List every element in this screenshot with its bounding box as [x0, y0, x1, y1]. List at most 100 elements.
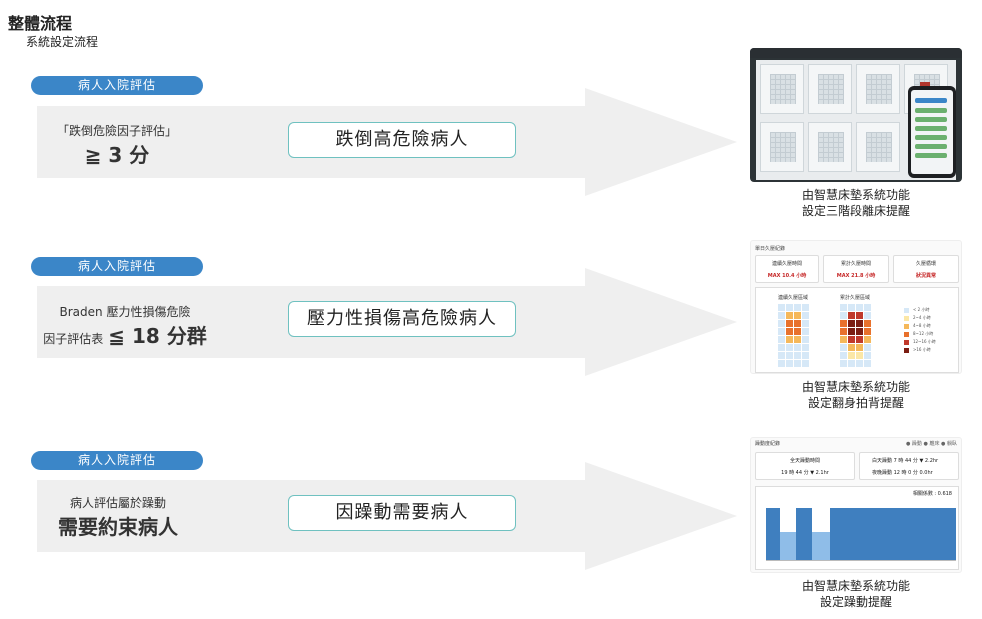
pressure-cell — [848, 360, 855, 367]
pressure-condition-line1: Braden 壓力性損傷危險 — [59, 305, 191, 319]
pressure-cell — [848, 344, 855, 351]
pressure-cell — [778, 344, 785, 351]
fall-condition-score: ≧ 3 分 — [84, 143, 150, 167]
pressure-cell — [848, 336, 855, 343]
page-title: 整體流程 — [8, 14, 73, 33]
legend-item: 12~16 小時 — [904, 338, 936, 346]
pressure-cell — [864, 328, 871, 335]
pressure-cell — [778, 328, 785, 335]
agitation-record-screenshot: 躁動度紀錄 ● 躁動 ● 離床 ● 躺臥 全天躁動時間 19 時 44 分 ▼ … — [750, 437, 962, 573]
pressure-cell — [802, 328, 809, 335]
agitation-result-box: 因躁動需要病人 — [288, 495, 516, 531]
pressure-cell — [786, 344, 793, 351]
pressure-cell — [794, 352, 801, 359]
pressure-cell — [856, 320, 863, 327]
pressure-cell — [802, 336, 809, 343]
pressure-cell — [802, 312, 809, 319]
pressure-cell — [802, 304, 809, 311]
pressure-cell — [840, 352, 847, 359]
pressure-cell — [802, 352, 809, 359]
admission-assessment-pill: 病人入院評估 — [31, 451, 203, 470]
pressure-cell — [864, 352, 871, 359]
pressure-cell — [778, 312, 785, 319]
pressure-cell — [856, 360, 863, 367]
page-subtitle: 系統設定流程 — [26, 35, 99, 49]
pressure-cell — [786, 312, 793, 319]
pressure-cell — [794, 320, 801, 327]
pressure-cell — [794, 344, 801, 351]
pressure-cell — [778, 360, 785, 367]
pressure-cell — [856, 328, 863, 335]
pressure-cell — [786, 320, 793, 327]
pressure-cell — [794, 360, 801, 367]
pressure-cell — [840, 328, 847, 335]
agitation-condition-label: 病人評估屬於躁動 — [69, 496, 166, 510]
pressure-cell — [794, 304, 801, 311]
fall-caption: 由智慧床墊系統功能 設定三階段離床提醒 — [801, 188, 910, 218]
pressure-cell — [864, 344, 871, 351]
pressure-cell — [848, 352, 855, 359]
pressure-cell — [840, 344, 847, 351]
pressure-cell — [856, 312, 863, 319]
legend-item: >16 小時 — [904, 346, 936, 354]
pressure-result-box: 壓力性損傷高危險病人 — [288, 301, 516, 337]
pressure-cell — [794, 328, 801, 335]
legend-item: 2~4 小時 — [904, 314, 936, 322]
pressure-cell — [802, 360, 809, 367]
pressure-cell — [856, 344, 863, 351]
pressure-cell — [786, 360, 793, 367]
pressure-cell — [864, 320, 871, 327]
pressure-cell — [864, 312, 871, 319]
pressure-cell — [802, 320, 809, 327]
pressure-cell — [778, 352, 785, 359]
admission-assessment-pill: 病人入院評估 — [31, 76, 203, 95]
pressure-cell — [856, 352, 863, 359]
fall-condition: 「跌倒危險因子評估」 ≧ 3 分 — [52, 122, 182, 168]
pressure-cell — [864, 360, 871, 367]
pressure-cell — [840, 336, 847, 343]
pressure-cell — [794, 336, 801, 343]
agitation-timeline-plot — [766, 499, 956, 561]
agitation-caption: 由智慧床墊系統功能 設定躁動提醒 — [801, 579, 910, 609]
pressure-cell — [856, 336, 863, 343]
pressure-cell — [848, 328, 855, 335]
agitation-condition-text: 需要約束病人 — [58, 515, 178, 539]
pressure-cell — [864, 336, 871, 343]
fall-result-box: 跌倒高危險病人 — [288, 122, 516, 158]
pressure-cell — [786, 352, 793, 359]
flow-row-fall: 病人入院評估 「跌倒危險因子評估」 ≧ 3 分 跌倒高危險病人 — [0, 76, 982, 256]
pressure-cell — [848, 304, 855, 311]
pressure-cell — [856, 304, 863, 311]
pressure-cell — [778, 320, 785, 327]
pressure-cell — [840, 360, 847, 367]
pressure-cell — [840, 320, 847, 327]
pressure-map-cumulative — [840, 304, 871, 367]
legend-item: < 2 小時 — [904, 306, 936, 314]
pressure-condition-label: 因子評估表 — [43, 332, 104, 346]
admission-assessment-pill: 病人入院評估 — [31, 257, 203, 276]
agitation-condition: 病人評估屬於躁動 需要約束病人 — [48, 494, 188, 540]
pressure-cell — [848, 320, 855, 327]
pressure-record-screenshot: 單日久壓紀錄 連續久壓時間 MAX 10.4 小時 累計久壓時間 MAX 21.… — [750, 240, 962, 374]
pressure-caption: 由智慧床墊系統功能 設定翻身拍背提醒 — [801, 380, 910, 410]
pressure-cell — [848, 312, 855, 319]
legend-item: 4~8 小時 — [904, 322, 936, 330]
bed-monitor-screenshot — [750, 48, 962, 182]
pressure-cell — [786, 328, 793, 335]
pressure-map-continuous — [778, 304, 809, 367]
fall-condition-label: 「跌倒危險因子評估」 — [56, 124, 177, 138]
flow-row-agitation: 病人入院評估 病人評估屬於躁動 需要約束病人 因躁動需要病人 — [0, 451, 982, 619]
flow-row-pressure: 病人入院評估 Braden 壓力性損傷危險 因子評估表 ≦ 18 分群 壓力性損… — [0, 257, 982, 437]
pressure-cell — [864, 304, 871, 311]
pressure-cell — [778, 304, 785, 311]
pressure-condition-score: ≦ 18 分群 — [108, 324, 207, 348]
pressure-cell — [778, 336, 785, 343]
pressure-cell — [840, 312, 847, 319]
pressure-cell — [786, 304, 793, 311]
pressure-cell — [786, 336, 793, 343]
legend-item: 8~12 小時 — [904, 330, 936, 338]
pressure-condition: Braden 壓力性損傷危險 因子評估表 ≦ 18 分群 — [40, 303, 210, 349]
pressure-cell — [840, 304, 847, 311]
pressure-cell — [802, 344, 809, 351]
